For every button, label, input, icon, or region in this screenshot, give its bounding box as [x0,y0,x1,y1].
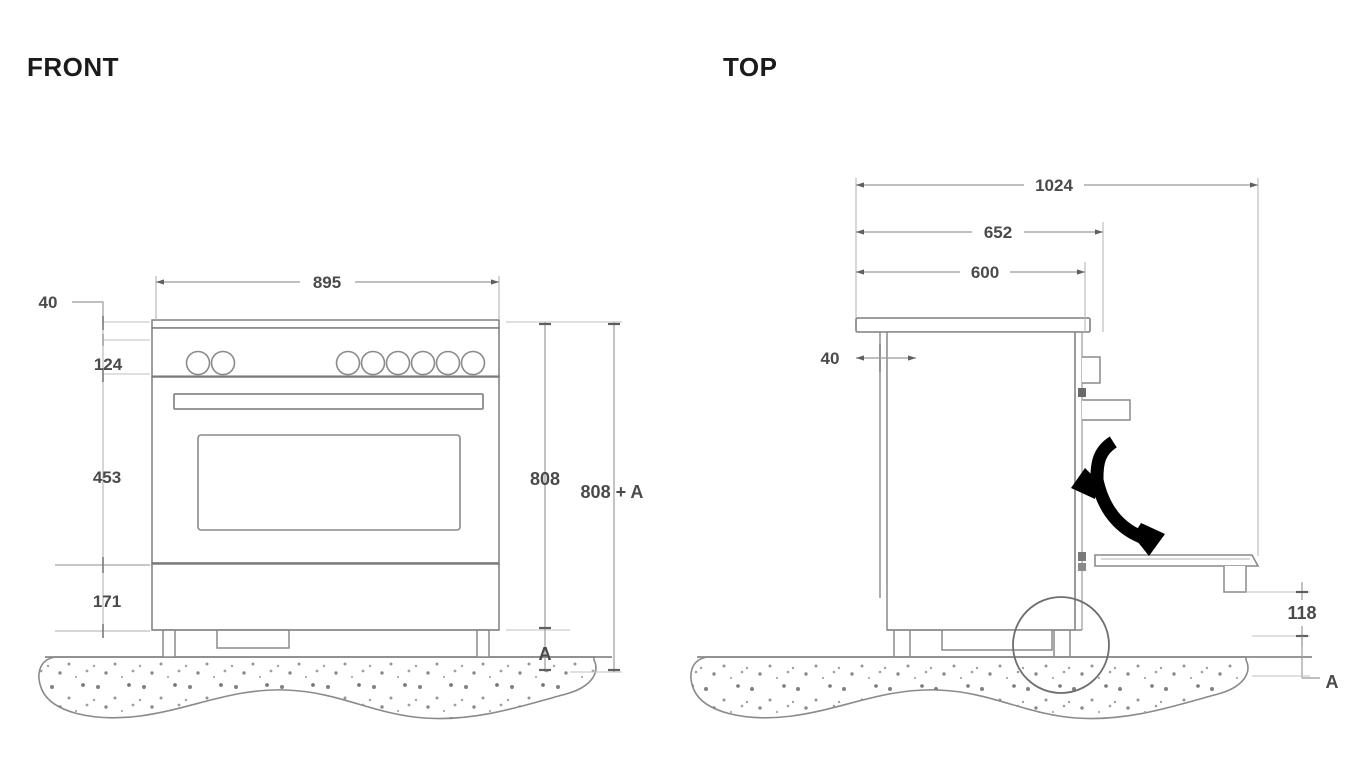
open-door[interactable] [1094,554,1260,593]
dim-label-40: 40 [821,349,840,368]
dim-label-808: 808 [530,469,560,489]
cooktop-slab [151,319,500,329]
knob[interactable] [210,350,236,376]
center-toe-plate [216,629,290,649]
open-door-panel[interactable] [1094,554,1260,567]
cabinet-body [886,331,1076,631]
control-knobs-left[interactable] [185,350,236,376]
knob-profile [1082,356,1101,384]
top-view: 1024 652 600 40 118 [690,176,1339,720]
hinge-mark-upper [1078,552,1086,561]
knob[interactable] [385,350,411,376]
front-ground [38,656,612,720]
oven-window [197,434,461,531]
top-appliance-body [855,317,1260,694]
front-view: 895 40 124 453 171 [38,273,644,720]
knob[interactable] [410,350,436,376]
top-ground [690,656,1312,720]
leg-right [476,629,490,658]
ground-speckle [690,657,1248,719]
dim-label-a: A [539,644,552,664]
top-dimensions: 1024 652 600 40 118 [821,176,1339,692]
top-view-title: TOP [723,52,778,82]
dim-label-40: 40 [39,293,58,312]
cooktop-slab-side [855,317,1091,333]
front-appliance-body [151,319,500,658]
dim-label-652: 652 [984,223,1012,242]
dim-label-118: 118 [1287,603,1316,623]
panel-joint-mark [1078,388,1086,397]
ground-speckle [38,657,596,719]
hinge-mark-lower [1078,563,1086,571]
knob[interactable] [335,350,361,376]
detail-circle [1012,596,1110,694]
toe-plate-side [941,630,1053,651]
curved-double-arrow-icon [1071,436,1165,556]
control-knobs-right[interactable] [335,350,486,376]
dim-label-808-plus-a: 808 + A [581,482,644,502]
dim-label-171: 171 [93,592,121,611]
knob[interactable] [360,350,386,376]
oven-door-handle[interactable] [173,393,484,410]
knob[interactable] [435,350,461,376]
front-dimensions: 895 40 124 453 171 [39,273,644,673]
door-handle-profile [1082,399,1131,421]
dim-label-895: 895 [313,273,341,292]
dim-label-453: 453 [93,468,121,487]
dim-label-124: 124 [94,355,123,374]
dim-label-600: 600 [971,263,999,282]
leg-left [162,629,176,658]
knob[interactable] [460,350,486,376]
dim-label-1024: 1024 [1035,176,1073,195]
front-view-title: FRONT [27,52,120,82]
dim-label-a: A [1326,672,1339,692]
leader-line-40 [72,301,104,323]
open-door-handle[interactable] [1223,566,1247,593]
lower-plinth [151,563,500,631]
knob[interactable] [185,350,211,376]
